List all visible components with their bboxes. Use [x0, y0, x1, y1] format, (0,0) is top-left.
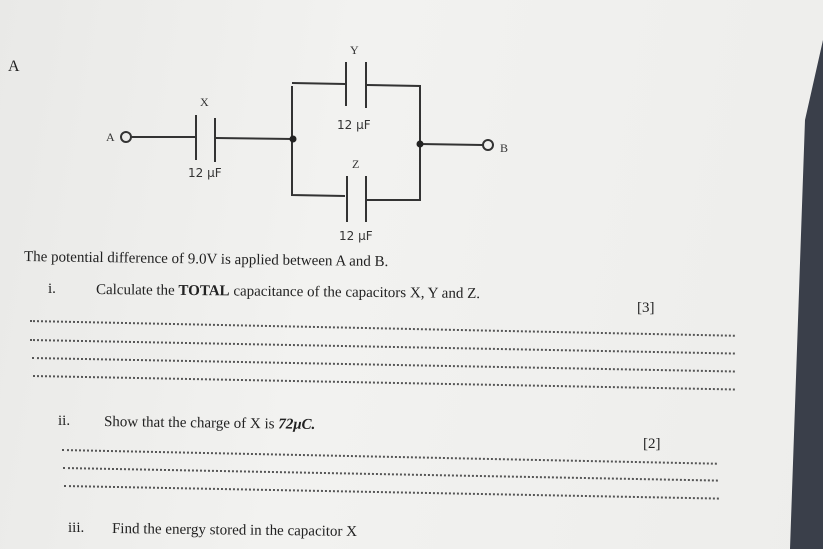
question-text-part: Calculate the: [95, 282, 179, 299]
marks-label: [3]: [637, 300, 655, 316]
terminal-a-label: A: [106, 130, 115, 144]
capacitor-x-label: X: [200, 95, 209, 109]
capacitor-y-value: 12 μF: [337, 118, 371, 132]
capacitor-y-label: Y: [350, 43, 359, 57]
question-number: ii.: [58, 413, 71, 429]
junction-node: [416, 140, 424, 148]
question-bold-text: 72μC.: [278, 416, 316, 433]
junction-node: [289, 135, 297, 143]
page-label: A: [8, 58, 20, 75]
question-bold-text: TOTAL: [178, 282, 230, 300]
capacitor-x-value: 12 μF: [188, 166, 222, 180]
answer-line[interactable]: [62, 467, 718, 482]
question-number: iii.: [68, 520, 85, 536]
question-text: Find the energy stored in the capacitor …: [111, 521, 358, 540]
marks-label: [2]: [643, 436, 661, 452]
question-text-part: capacitance of the capacitors X, Y and Z…: [229, 283, 481, 303]
answer-line[interactable]: [32, 375, 735, 391]
capacitor-circuit-diagram: A B X 12 μF Y 12 μF Z 12 μF: [106, 43, 508, 243]
question-text-part: Show that the charge of X is: [103, 414, 279, 433]
question-text: Calculate the TOTAL capacitance of the c…: [96, 282, 480, 303]
answer-line[interactable]: [29, 339, 735, 355]
capacitor-z-value: 12 μF: [339, 229, 373, 243]
answer-line[interactable]: [61, 449, 717, 465]
capacitor-z-label: Z: [352, 157, 359, 171]
answer-line[interactable]: [63, 485, 719, 500]
question-text: Show that the charge of X is 72μC.: [104, 414, 316, 434]
answer-line[interactable]: [29, 320, 735, 337]
question-number: i.: [48, 281, 56, 297]
terminal-b-label: B: [500, 141, 508, 155]
answer-line[interactable]: [31, 357, 735, 373]
